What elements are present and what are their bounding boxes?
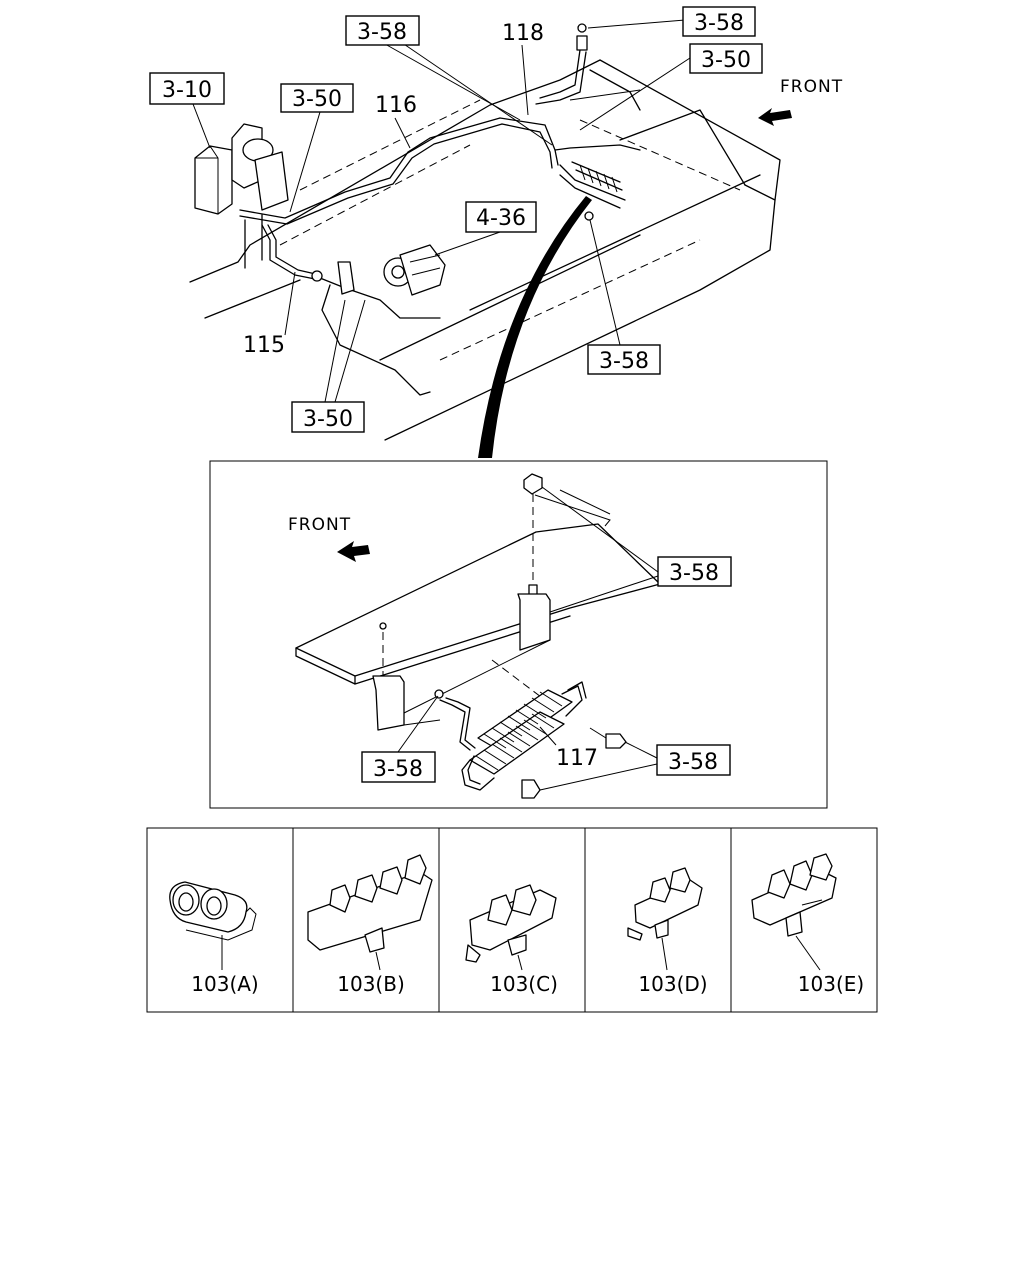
ref-3-58-f: 3-58 [668,750,718,775]
fuel-filter-assembly [194,123,289,215]
ref-box-3-10: 3-10 [149,72,225,105]
bolt-right [589,727,627,749]
part-116: 116 [375,93,417,118]
clip-103-c [465,884,557,971]
clip-label-b: 103(B) [337,972,405,996]
connector-115 [311,261,355,295]
ref-3-10: 3-10 [162,78,212,103]
ref-box-3-50-a: 3-50 [280,83,354,113]
front-arrow-detail: FRONT [288,515,370,562]
frame-rails [189,59,781,441]
clip-label-a: 103(A) [191,972,258,996]
ref-box-3-58-b: 3-58 [682,6,756,37]
ref-3-58-e: 3-58 [373,757,423,782]
clip-103-a [169,881,257,970]
ref-3-50-a: 3-50 [292,87,342,112]
clips-table: 103(A) 103(B) 103(C) 103(D) 103(E) [146,827,878,1013]
clip-103-d [627,867,703,971]
overview-leaders [192,19,691,403]
detail-section: FRONT [209,460,828,809]
detail-leaders [397,486,659,791]
detail-dash [491,659,546,701]
ref-4-36: 4-36 [476,206,526,231]
ref-3-58-b: 3-58 [694,11,744,36]
front-arrow-top: FRONT [758,77,843,126]
clip-label-d: 103(D) [638,972,707,996]
ref-3-50-c: 3-50 [303,407,353,432]
clip-label-e: 103(E) [798,972,864,996]
fuel-cooler-117 [439,681,587,791]
bracket-right [399,593,551,716]
front-label-top: FRONT [780,77,843,97]
bolt-bottom [521,779,541,799]
fuel-lines [239,23,641,396]
fuel-cooler-overview [559,161,626,221]
ref-3-58-a: 3-58 [357,20,407,45]
ref-box-3-58-e: 3-58 [361,751,436,783]
detail-pointer-arc [478,196,592,458]
ref-3-50-b: 3-50 [701,48,751,73]
ref-box-3-58-d: 3-58 [657,556,732,587]
ref-box-3-50-c: 3-50 [291,401,365,433]
ref-box-3-58-f: 3-58 [656,744,731,776]
ref-box-3-58-a: 3-58 [345,15,420,46]
clip-103-b [307,854,433,971]
bracket-left [372,632,441,731]
front-label-detail: FRONT [288,515,351,535]
detail-frame [209,460,828,809]
ref-box-3-50-b: 3-50 [689,43,763,74]
part-115: 115 [243,333,285,358]
ref-3-58-c: 3-58 [599,349,649,374]
fitting-left [434,689,444,699]
part-117: 117 [556,746,598,771]
ref-3-58-d: 3-58 [669,561,719,586]
overview-section: FRONT 3-10 3-50 3-58 3-58 3-50 4-36 [149,6,843,458]
part-118: 118 [502,21,544,46]
injection-pump [383,244,446,296]
clip-103-e [751,853,837,971]
clip-label-c: 103(C) [490,972,558,996]
coil-ribs [475,691,563,771]
ref-box-3-58-c: 3-58 [587,344,661,375]
ref-box-4-36: 4-36 [465,201,537,233]
